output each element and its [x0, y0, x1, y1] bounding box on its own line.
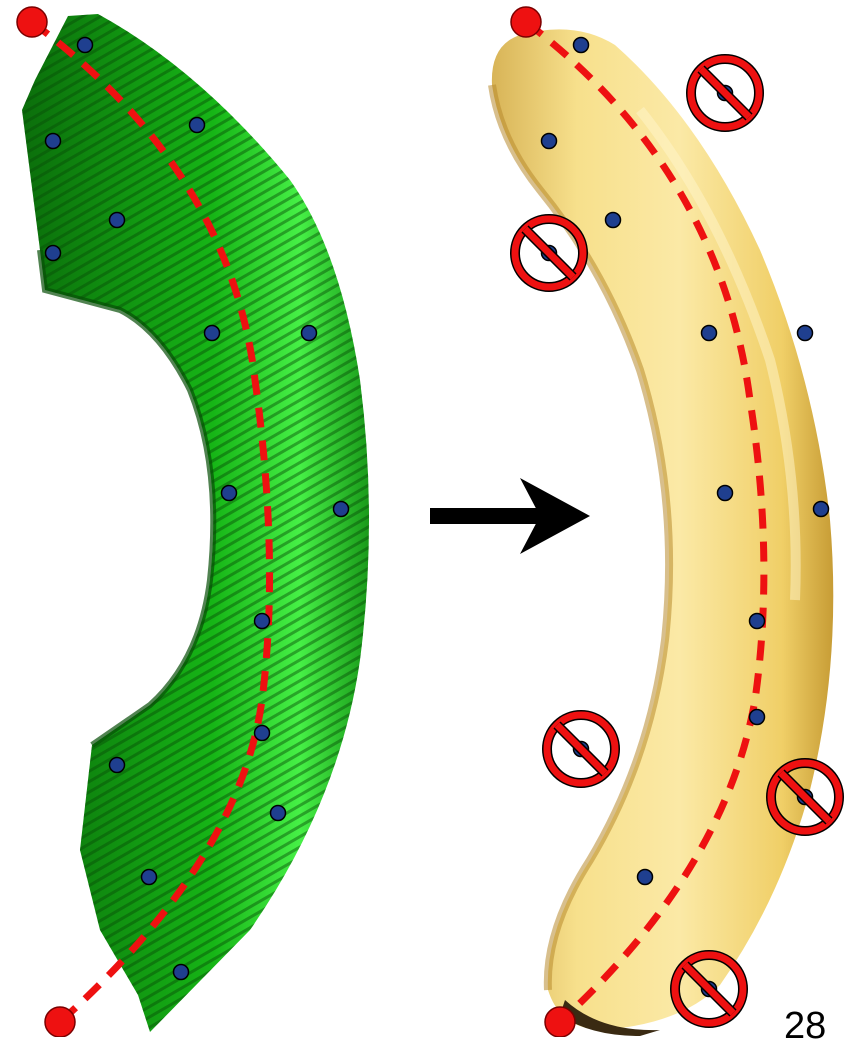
surface-point — [542, 134, 557, 149]
no-symbol-icon — [547, 715, 615, 783]
surface-point — [718, 486, 733, 501]
surface-point — [142, 870, 157, 885]
surface-point — [814, 502, 829, 517]
curve-endpoint-top — [511, 7, 541, 37]
surface-point — [638, 870, 653, 885]
surface-point — [78, 38, 93, 53]
surface-point — [334, 502, 349, 517]
surface-point — [255, 614, 270, 629]
surface-point — [110, 758, 125, 773]
surface-point — [702, 326, 717, 341]
surface-point — [110, 213, 125, 228]
surface-point — [750, 614, 765, 629]
curve-endpoint-bottom — [45, 1007, 75, 1037]
curve-endpoint-top — [17, 7, 47, 37]
surface-point — [255, 726, 270, 741]
curve-endpoint-bottom — [545, 1007, 575, 1037]
surface-point — [302, 326, 317, 341]
surface-point — [46, 246, 61, 261]
right-arrow-icon — [430, 478, 590, 554]
surface-point — [750, 710, 765, 725]
surface-point — [174, 965, 189, 980]
surface-point — [798, 326, 813, 341]
page-number: 28 — [784, 1006, 826, 1046]
no-symbol-icon — [515, 219, 583, 287]
surface-point — [205, 326, 220, 341]
no-symbol-icon — [691, 59, 759, 127]
surface-point — [222, 486, 237, 501]
surface-point — [271, 806, 286, 821]
green-model-texture — [22, 14, 369, 1032]
surface-point — [606, 213, 621, 228]
surface-point — [46, 134, 61, 149]
surface-point — [190, 118, 205, 133]
green-3d-model — [22, 14, 369, 1032]
surface-point — [574, 38, 589, 53]
